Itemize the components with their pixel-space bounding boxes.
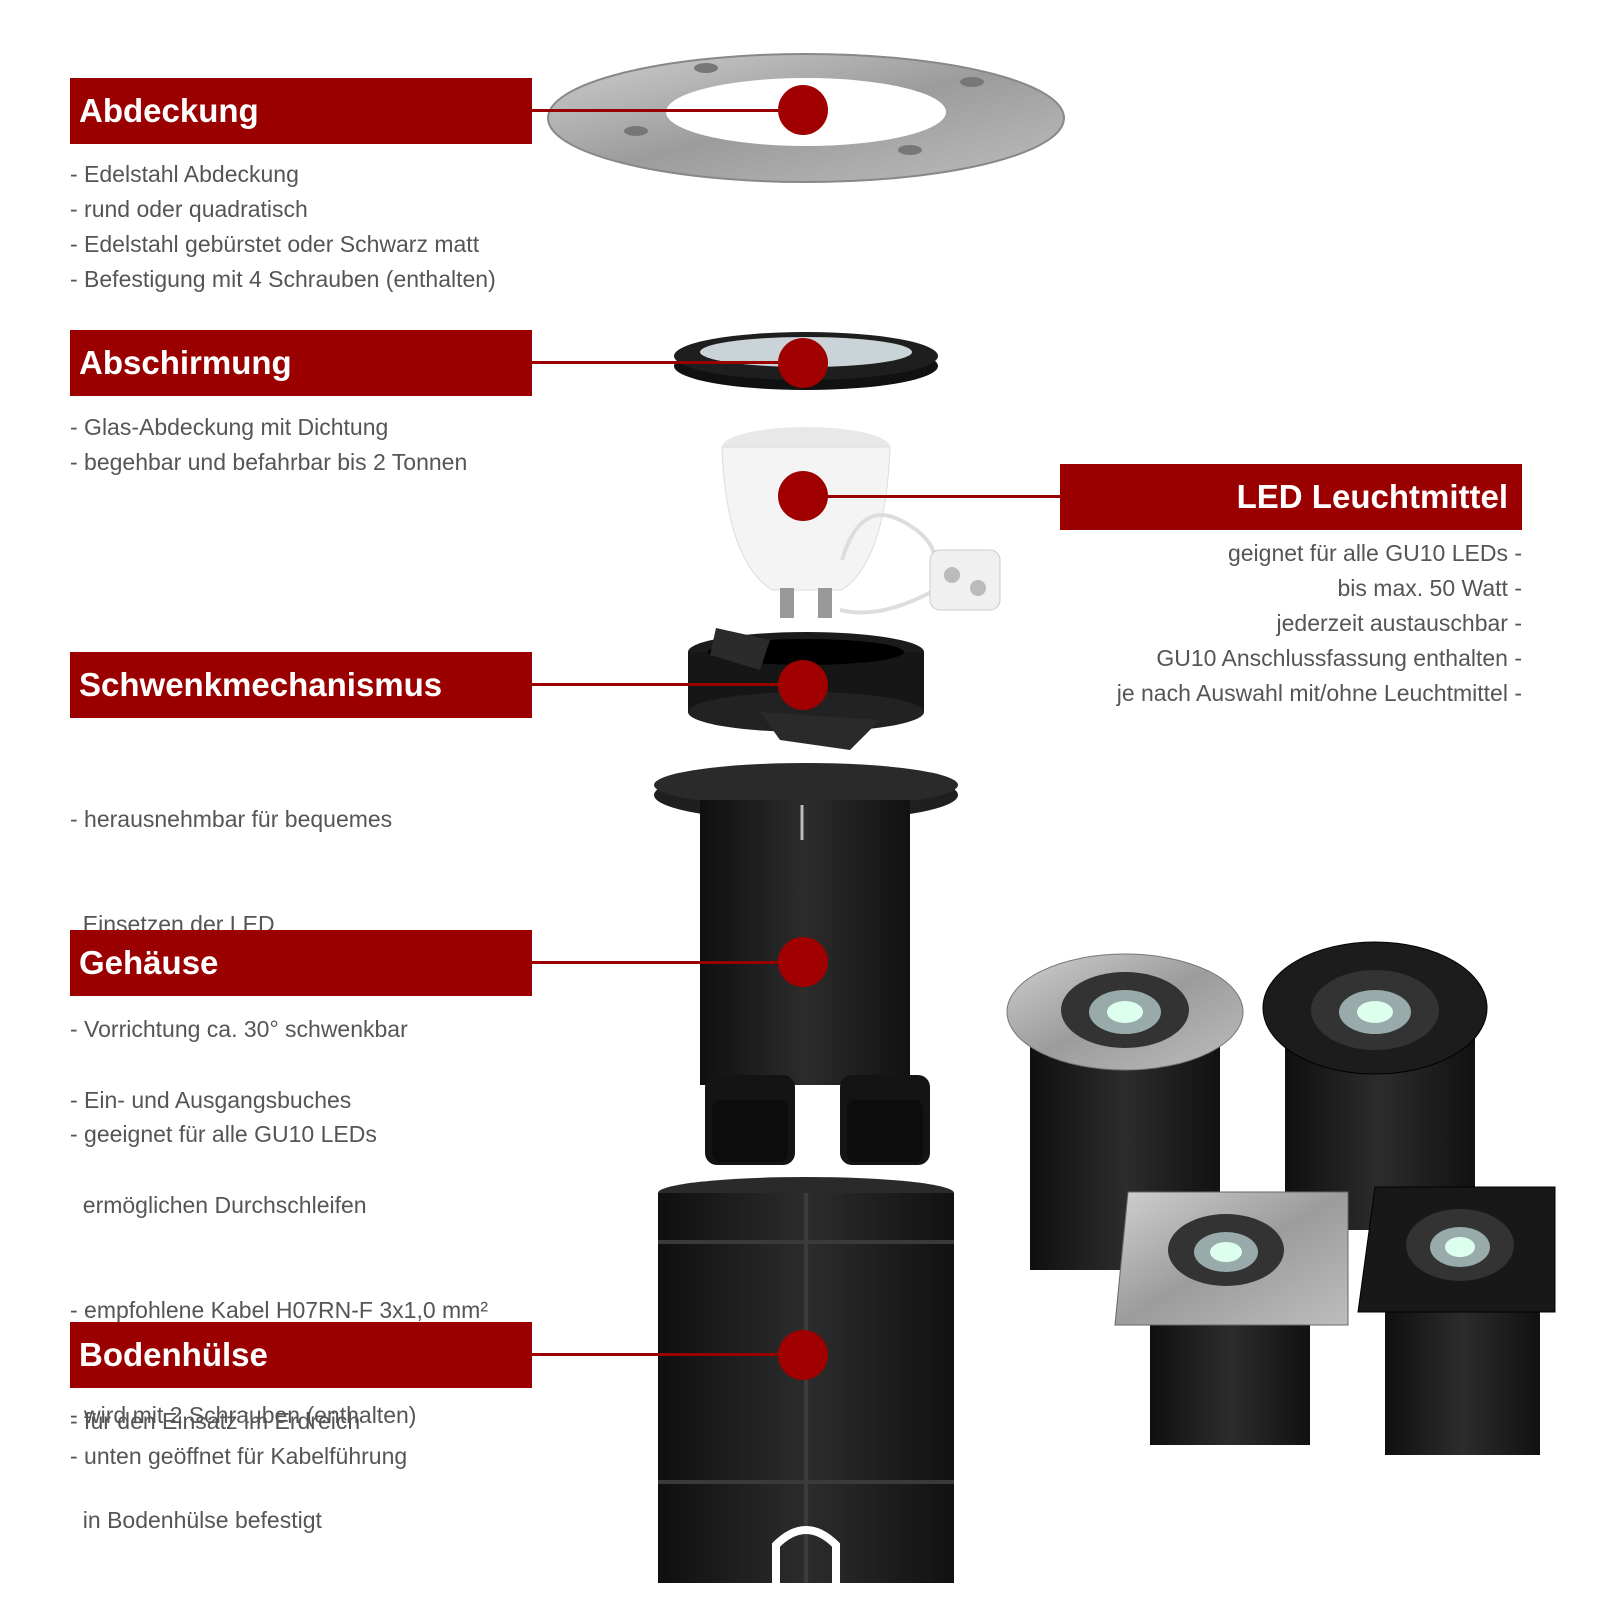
led-bulb-image — [721, 427, 1001, 618]
assembled-square-steel-image — [1114, 1191, 1349, 1445]
abdeckung-features: - Edelstahl Abdeckung - rund oder quadra… — [70, 157, 496, 297]
abdeckung-label: Abdeckung — [70, 78, 532, 144]
abdeckung-leader-line — [532, 109, 802, 112]
feature-item: - Edelstahl Abdeckung — [70, 161, 299, 187]
feature-item: - wird mit 2 Schrauben (enthalten) — [70, 1402, 417, 1428]
feature-item: - empfohlene Kabel H07RN-F 3x1,0 mm² — [70, 1297, 488, 1323]
feature-item: - Vorrichtung ca. 30° schwenkbar — [70, 1016, 408, 1042]
abschirmung-marker-dot — [778, 338, 828, 388]
gehaeuse-marker-dot — [778, 937, 828, 987]
gehaeuse-label: Gehäuse — [70, 930, 532, 996]
feature-item: - herausnehmbar für bequemes — [70, 806, 393, 832]
bodenhuelse-label: Bodenhülse — [70, 1322, 532, 1388]
feature-item: - rund oder quadratisch — [70, 196, 308, 222]
bodenhuelse-leader-line — [532, 1353, 802, 1356]
housing-image — [654, 763, 958, 1165]
bodenhuelse-features: - für den Einsatz im Erdreich - unten ge… — [70, 1404, 407, 1474]
feature-item: - Edelstahl gebürstet oder Schwarz matt — [70, 231, 480, 257]
feature-item: jederzeit austauschbar - — [1276, 610, 1522, 636]
feature-item: geignet für alle GU10 LEDs - — [1227, 540, 1522, 566]
feature-item: GU10 Anschlussfassung enthalten - — [1156, 645, 1522, 671]
feature-item: - begehbar und befahrbar bis 2 Tonnen — [70, 449, 468, 475]
assembled-square-black-image — [1357, 1186, 1556, 1455]
abschirmung-leader-line — [532, 361, 802, 364]
schwenk-marker-dot — [778, 660, 828, 710]
abschirmung-features: - Glas-Abdeckung mit Dichtung - begehbar… — [70, 410, 467, 480]
feature-item: je nach Auswahl mit/ohne Leuchtmittel - — [1116, 680, 1522, 706]
led-label: LED Leuchtmittel — [1060, 464, 1522, 530]
feature-item: - Befestigung mit 4 Schrauben (enthalten… — [70, 266, 496, 292]
led-marker-dot — [778, 471, 828, 521]
feature-item: bis max. 50 Watt - — [1337, 575, 1522, 601]
schwenk-label: Schwenkmechanismus — [70, 652, 532, 718]
led-leader-line — [806, 495, 1060, 498]
feature-item: ermöglichen Durchschleifen — [70, 1192, 367, 1218]
feature-item: - Glas-Abdeckung mit Dichtung — [70, 414, 389, 440]
schwenk-leader-line — [532, 683, 802, 686]
abdeckung-marker-dot — [778, 85, 828, 135]
ground-sleeve-image — [658, 1177, 954, 1583]
feature-item: - geeignet für alle GU10 LEDs — [70, 1121, 377, 1147]
gehaeuse-leader-line — [532, 961, 802, 964]
led-features: geignet für alle GU10 LEDs - bis max. 50… — [1117, 536, 1522, 711]
feature-item: - Ein- und Ausgangsbuches — [70, 1087, 352, 1113]
feature-item: - für den Einsatz im Erdreich — [70, 1408, 361, 1434]
bodenhuelse-marker-dot — [778, 1330, 828, 1380]
feature-item: - unten geöffnet für Kabelführung — [70, 1443, 408, 1469]
feature-item: in Bodenhülse befestigt — [70, 1507, 322, 1533]
swivel-mechanism-image — [688, 628, 924, 750]
gehaeuse-features: - Ein- und Ausgangsbuches ermöglichen Du… — [70, 1013, 488, 1573]
abschirmung-label: Abschirmung — [70, 330, 532, 396]
